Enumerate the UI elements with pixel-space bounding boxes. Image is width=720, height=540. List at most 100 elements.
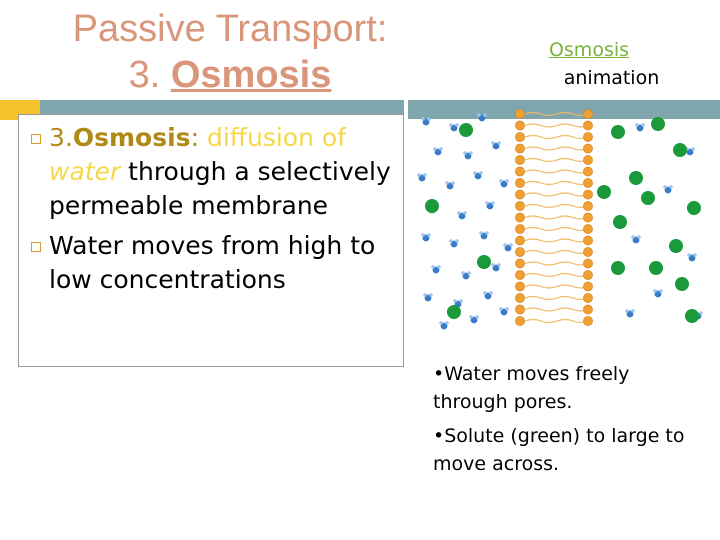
water-hydrogen (503, 243, 507, 247)
lipid-tail (524, 318, 589, 324)
water-hydrogen (499, 307, 503, 311)
water-molecule (491, 141, 501, 150)
phospholipid-head (583, 224, 593, 234)
water-hydrogen (497, 263, 501, 267)
solute-particle (425, 199, 439, 213)
lipid-tail (524, 157, 589, 163)
phospholipid-head (583, 178, 593, 188)
diagram-notes: •Water moves freely through pores. •Solu… (433, 360, 703, 484)
phospholipid-head (515, 281, 525, 292)
water-hydrogen (485, 231, 489, 235)
solute-particle (459, 123, 473, 137)
solute-particle (685, 309, 699, 323)
water-molecule (663, 185, 673, 194)
water-oxygen (664, 186, 672, 194)
water-oxygen (688, 254, 696, 262)
water-hydrogen (455, 239, 459, 243)
lipid-tail (524, 261, 589, 266)
membrane-phospholipid-heads (515, 109, 593, 326)
solute-particle (675, 277, 689, 291)
water-hydrogen (423, 173, 427, 177)
water-oxygen (500, 308, 508, 316)
lipid-tail (524, 203, 589, 209)
water-hydrogen (479, 231, 483, 235)
water-molecule (499, 179, 509, 188)
water-molecule (477, 113, 487, 122)
water-oxygen (462, 272, 470, 280)
phospholipid-head (583, 258, 593, 269)
water-molecule (653, 289, 663, 298)
water-molecule (449, 123, 459, 132)
water-oxygen (480, 232, 488, 240)
water-molecule (625, 309, 635, 318)
definition-term-wrap: Osmosis (73, 123, 191, 152)
phospholipid-head (583, 201, 593, 211)
water-molecule (423, 293, 433, 302)
solute-particle (673, 143, 687, 157)
water-oxygen (464, 152, 472, 160)
water-oxygen (474, 172, 482, 180)
water-oxygen (654, 290, 662, 298)
water-molecule (449, 239, 459, 248)
water-oxygen (432, 266, 440, 274)
water-hydrogen (477, 113, 481, 117)
water-molecule (473, 171, 483, 180)
phospholipid-head (583, 247, 593, 257)
solute-particle (687, 201, 701, 215)
water-hydrogen (459, 299, 463, 303)
phospholipid-head (583, 293, 593, 303)
water-hydrogen (699, 311, 703, 315)
water-hydrogen (463, 211, 467, 215)
definition-italic-wrap: water (49, 157, 120, 186)
solute-particle (629, 171, 643, 185)
water-oxygen (500, 180, 508, 188)
water-molecule (503, 243, 513, 252)
water-hydrogen (455, 123, 459, 127)
phospholipid-head (515, 189, 525, 200)
phospholipid-head (515, 120, 525, 131)
water-hydrogen (449, 123, 453, 127)
animation-label: animation (563, 67, 660, 89)
water-hydrogen (427, 117, 431, 121)
water-hydrogen (417, 173, 421, 177)
slide-title: Passive Transport: 3. Osmosis (20, 6, 440, 98)
water-hydrogen (509, 243, 513, 247)
osmosis-animation-link[interactable]: Osmosis (548, 39, 630, 61)
water-hydrogen (449, 239, 453, 243)
water-hydrogen (469, 151, 473, 155)
membrane-lipid-tails (524, 111, 589, 324)
title-keyword: Osmosis (170, 54, 332, 96)
water-molecule (491, 263, 501, 272)
water-hydrogen (427, 233, 431, 237)
solute-particle (669, 239, 683, 253)
square-bullet-icon (31, 242, 41, 252)
phospholipid-head (583, 155, 593, 165)
lipid-tail (524, 307, 589, 312)
bullet-water-movement: Water moves from high to low concentrati… (31, 229, 393, 297)
water-hydrogen (641, 123, 645, 127)
water-hydrogen (473, 171, 477, 175)
osmosis-membrane-diagram (417, 109, 703, 330)
note-water-pores: •Water moves freely through pores. (433, 363, 630, 413)
water-hydrogen (431, 265, 435, 269)
solute-particle (641, 191, 655, 205)
phospholipid-head (515, 166, 525, 177)
water-hydrogen (631, 309, 635, 313)
water-oxygen (478, 114, 486, 122)
phospholipid-head (583, 189, 593, 200)
phospholipid-head (515, 247, 525, 257)
animation-link-block: Osmosis animation (480, 36, 698, 92)
phospholipid-head (583, 235, 593, 246)
solute-particles (425, 117, 701, 323)
water-hydrogen (693, 253, 697, 257)
definition-text-rest: through a selectively permeable membrane (49, 157, 391, 220)
phospholipid-head (583, 109, 593, 119)
bullet-osmosis-definition: 3.Osmosis: diffusion of water through a … (31, 121, 393, 223)
lipid-tail (524, 111, 589, 117)
water-hydrogen (475, 315, 479, 319)
water-molecule (687, 253, 697, 262)
water-oxygen (492, 264, 500, 272)
water-hydrogen (491, 263, 495, 267)
water-hydrogen (421, 117, 425, 121)
water-oxygen (504, 244, 512, 252)
